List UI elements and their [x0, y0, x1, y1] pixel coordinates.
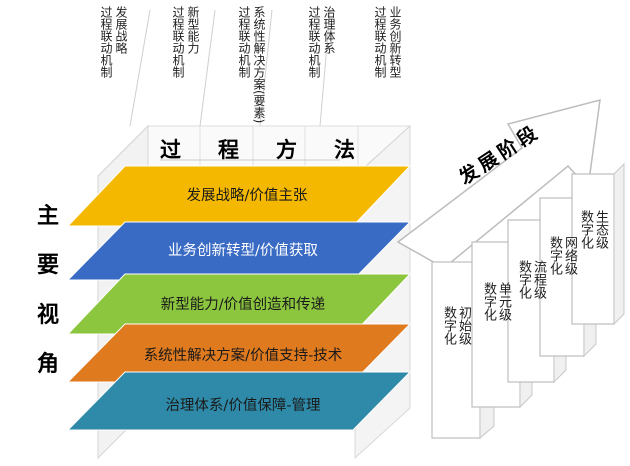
stage-card-ecosystem: 生态级 数字化: [578, 210, 608, 249]
column-header-capability: 新型能力 过程联动机制: [171, 6, 200, 78]
layer-label-solution: 系统性解决方案/价值支持-技术: [143, 348, 343, 364]
column-header-governance: 治理体系 过程联动机制: [307, 6, 336, 78]
main-perspective-title-char: 视: [36, 302, 59, 328]
layer-governance: [66, 371, 412, 431]
process-method-title: 过 程 方 法: [160, 134, 355, 164]
column-header-strategy: 发展战略 过程联动机制: [99, 6, 128, 78]
layer-label-governance: 治理体系/价值保障-管理: [165, 398, 321, 414]
stage-card-process: 流程级 数字化: [516, 260, 546, 299]
process-method-title-char: 法: [334, 138, 355, 162]
main-perspective-title-char: 主: [36, 204, 59, 229]
stage-card-unit: 单元级 数字化: [481, 282, 511, 321]
main-perspective-title-char: 要: [36, 253, 59, 279]
column-guides: [129, 9, 331, 127]
process-method-title-char: 过: [160, 138, 181, 162]
column-header-solution: 系统性解决方案(要素) 过程联动机制: [237, 6, 266, 124]
main-perspective-title-char: 角: [36, 351, 59, 377]
perspective-layers: [66, 165, 412, 431]
stage-card-network: 网络级 数字化: [547, 236, 577, 275]
process-method-title-char: 程: [218, 138, 239, 162]
layer-label-capability: 新型能力/价值创造和传递: [160, 297, 326, 313]
process-method-title-char: 方: [276, 138, 297, 162]
column-header-business: 业务创新转型 过程联动机制: [373, 6, 402, 78]
layer-label-business: 业务创新转型/价值获取: [168, 243, 318, 259]
main-perspective-title: 主 要 视 角: [36, 198, 60, 378]
stage-cards: [431, 162, 625, 440]
stage-arrow: [396, 98, 601, 269]
stage-card-initial: 初始级 数字化: [441, 306, 471, 345]
layer-label-strategy: 发展战略/价值主张: [186, 188, 308, 204]
